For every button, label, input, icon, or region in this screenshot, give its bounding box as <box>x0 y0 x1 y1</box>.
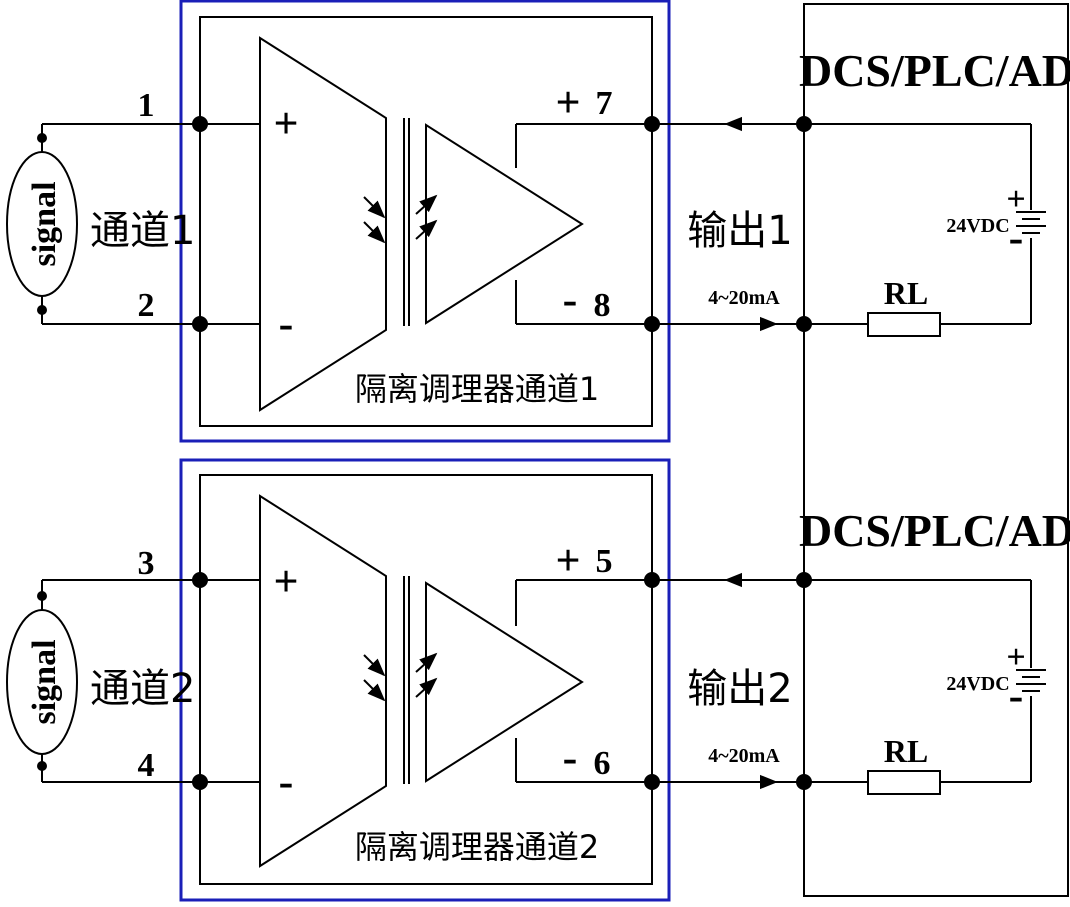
amp-minus-sign-1: - <box>279 299 294 348</box>
signal-terminal-top-2 <box>37 591 47 601</box>
output-minus-sign-2: - <box>563 733 578 782</box>
input-amplifier-1 <box>259 36 387 412</box>
pin-label-6: 6 <box>594 745 611 782</box>
signal-terminal-bottom-2 <box>37 761 47 771</box>
supply-minus-2: - <box>1009 671 1024 720</box>
pin-label-7: 7 <box>596 85 613 122</box>
channel-2: signal 3 4 通道2 + - + 5 - 6 隔离调理 <box>6 458 1070 902</box>
pin-label-1: 1 <box>138 87 155 124</box>
pin-label-5: 5 <box>596 543 613 580</box>
supply-minus-1: - <box>1009 213 1024 262</box>
module-caption-2: 隔离调理器通道2 <box>355 828 599 866</box>
module-frame-1 <box>179 0 671 443</box>
output-plus-sign-1: + <box>555 78 580 127</box>
module-inner-frame-2 <box>199 474 653 885</box>
output-terminal-5 <box>644 572 660 588</box>
supply-plus-1: + <box>1006 181 1025 218</box>
current-label-2: 4~20mA <box>708 745 780 767</box>
supply-plus-2: + <box>1006 639 1025 676</box>
output-amplifier-1 <box>425 123 584 325</box>
signal-terminal-bottom-1 <box>37 305 47 315</box>
output-minus-sign-1: - <box>563 275 578 324</box>
output-amplifier-2 <box>425 581 584 783</box>
pin-label-8: 8 <box>594 287 611 324</box>
module-caption-1: 隔离调理器通道1 <box>355 370 599 408</box>
output-label-1: 输出1 <box>687 208 792 254</box>
output-label-2: 输出2 <box>687 666 792 712</box>
amp-plus-sign-2: + <box>273 557 298 606</box>
input-terminal-4 <box>192 774 208 790</box>
current-label-1: 4~20mA <box>708 287 780 309</box>
system-label-1: DCS/PLC/AD <box>799 45 1070 96</box>
dcs-enclosure <box>803 3 1069 897</box>
output-terminal-8 <box>644 316 660 332</box>
battery-symbol-1 <box>1016 211 1046 234</box>
system-label-2: DCS/PLC/AD <box>799 505 1070 556</box>
input-terminal-1 <box>192 116 208 132</box>
output-terminal-7 <box>644 116 660 132</box>
load-resistor-1 <box>867 312 941 337</box>
channel-1: signal 1 2 通道1 + - + 7 - 8 <box>6 0 1070 443</box>
load-resistor-2 <box>867 770 941 795</box>
amp-minus-sign-2: - <box>279 757 294 806</box>
output-terminal-6 <box>644 774 660 790</box>
input-amplifier-2 <box>259 494 387 868</box>
output-plus-sign-2: + <box>555 536 580 585</box>
channel-label-1: 通道1 <box>90 208 195 254</box>
resistor-label-2: RL <box>884 733 928 769</box>
input-terminal-2 <box>192 316 208 332</box>
amp-plus-sign-1: + <box>273 99 298 148</box>
signal-label-1: signal <box>26 181 63 266</box>
pin-label-3: 3 <box>138 545 155 582</box>
input-terminal-3 <box>192 572 208 588</box>
signal-terminal-top-1 <box>37 133 47 143</box>
resistor-label-1: RL <box>884 275 928 311</box>
pin-label-2: 2 <box>138 287 155 324</box>
pin-label-4: 4 <box>138 747 155 784</box>
battery-symbol-2 <box>1016 669 1046 692</box>
optocoupler-arrows-1 <box>363 194 438 244</box>
supply-label-1: 24VDC <box>946 215 1009 237</box>
module-frame-2 <box>179 458 671 902</box>
module-inner-frame-1 <box>199 16 653 427</box>
supply-label-2: 24VDC <box>946 673 1009 695</box>
channel-label-2: 通道2 <box>90 666 195 712</box>
optocoupler-arrows-2 <box>363 652 438 702</box>
signal-label-2: signal <box>26 639 63 724</box>
